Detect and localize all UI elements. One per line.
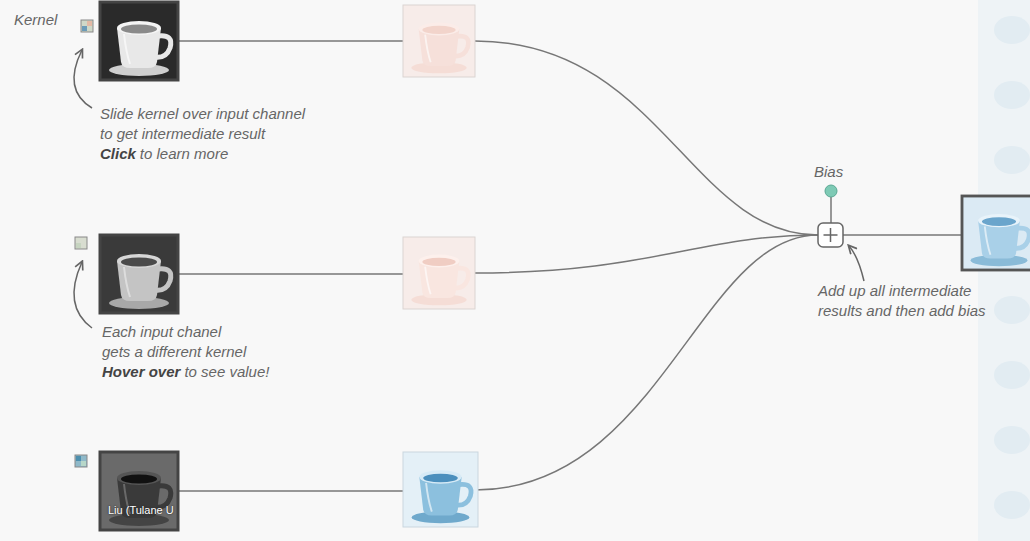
cup-part xyxy=(426,483,432,512)
cup-image xyxy=(403,237,475,309)
cup-part xyxy=(982,217,1016,226)
cup-part xyxy=(425,267,431,295)
action-word: Click xyxy=(100,144,136,164)
cup-part xyxy=(100,235,178,313)
cup-part xyxy=(422,258,455,266)
hint-line: Hover overto see value! xyxy=(102,362,269,382)
cup-part xyxy=(419,255,460,268)
cup-part xyxy=(419,470,461,483)
cup-part xyxy=(423,474,458,483)
cup-part xyxy=(117,254,161,268)
hint-text: to learn more xyxy=(140,144,228,164)
cup-part xyxy=(403,452,478,527)
hint-line: Clickto learn more xyxy=(100,144,228,164)
annotation-text: Slide kernel over input channel to get i… xyxy=(100,104,309,144)
cup-part xyxy=(100,452,178,530)
cup-part xyxy=(121,475,157,484)
cup-image xyxy=(100,235,178,313)
cup-image xyxy=(403,5,475,77)
cup-image xyxy=(100,452,178,530)
cup-part xyxy=(419,23,460,36)
cup-part xyxy=(117,471,161,485)
annotation-text: Add up all intermediate results and then… xyxy=(818,281,989,321)
bias-label: Bias xyxy=(814,162,843,182)
plus-sign xyxy=(824,228,838,242)
cup-part xyxy=(117,21,161,35)
cup-part xyxy=(403,237,475,309)
hint-text: to see value! xyxy=(184,362,269,382)
cup-part xyxy=(422,26,455,34)
annotation-text: Each input chanel gets a different kerne… xyxy=(102,322,250,362)
cup-part xyxy=(100,2,178,80)
cup-image xyxy=(100,2,178,80)
action-word: Hover over xyxy=(102,362,180,382)
cup-part xyxy=(978,214,1020,227)
cup-image xyxy=(403,452,478,527)
kernel-icons xyxy=(75,20,93,467)
cup-part xyxy=(962,196,1030,270)
kernel-label: Kernel xyxy=(14,10,57,30)
bias-dot xyxy=(825,185,837,197)
cup-part xyxy=(124,267,130,297)
cup-image xyxy=(962,196,1030,270)
cup-part xyxy=(124,34,130,64)
watermark: Liu (Tulane U xyxy=(108,503,174,517)
cup-part xyxy=(121,25,157,34)
annotation-arrows xyxy=(74,50,864,328)
sum-symbol xyxy=(818,223,843,247)
cup-part xyxy=(403,5,475,77)
cup-part xyxy=(985,226,991,254)
cup-part xyxy=(425,35,431,63)
cup-part xyxy=(121,258,157,267)
